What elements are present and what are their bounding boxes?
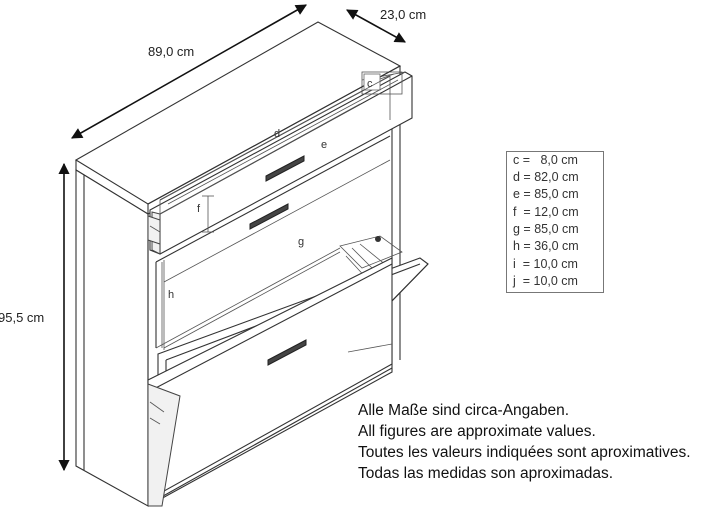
note-spanish: Todas las medidas son aproximadas. [358, 465, 614, 482]
legend-row-j: j = 10,0 cm [513, 274, 578, 288]
lower-handle-icon [267, 339, 307, 366]
legend-row-d: d = 82,0 cm [513, 170, 579, 184]
legend-row-e: e = 85,0 cm [513, 187, 579, 201]
legend-row-g: g = 85,0 cm [513, 222, 579, 236]
dimension-legend: c = 8,0 cm d = 82,0 cm e = 85,0 cm f = 1… [506, 151, 604, 293]
dimension-d [159, 75, 391, 201]
dimension-f [202, 195, 214, 233]
height-label: 95,5 cm [0, 310, 44, 325]
note-english: All figures are approximate values. [358, 423, 596, 440]
label-c: c [367, 78, 373, 90]
dimension-c [363, 73, 395, 91]
legend-row-f: f = 12,0 cm [513, 205, 579, 219]
approximate-values-note: Alle Maße sind circa-Angaben. All figure… [358, 400, 691, 484]
note-french: Toutes les valeurs indiquées sont aproxi… [358, 444, 691, 461]
legend-row-h: h = 36,0 cm [513, 239, 579, 253]
interior-back [155, 135, 391, 350]
width-dimension [71, 4, 307, 139]
drawer-handle-icon [249, 203, 289, 230]
dimension-e [167, 79, 399, 205]
dimension-g [163, 159, 391, 283]
flap-handle-icon [265, 155, 305, 182]
label-e: e [321, 139, 327, 151]
cabinet-left-side [75, 169, 149, 507]
label-g: g [298, 236, 304, 248]
lower-tilting-flap [147, 257, 393, 507]
depth-dimension [346, 9, 406, 43]
depth-label: 23,0 cm [380, 7, 426, 22]
legend-row-i: i = 10,0 cm [513, 257, 578, 271]
label-d: d [274, 128, 280, 140]
hinge-icon [375, 236, 381, 242]
legend-row-c: c = 8,0 cm [513, 153, 578, 167]
note-german: Alle Maße sind circa-Angaben. [358, 402, 570, 419]
label-f: f [197, 203, 201, 215]
side-detail [147, 215, 161, 245]
label-h: h [168, 289, 174, 301]
width-label: 89,0 cm [148, 44, 194, 59]
